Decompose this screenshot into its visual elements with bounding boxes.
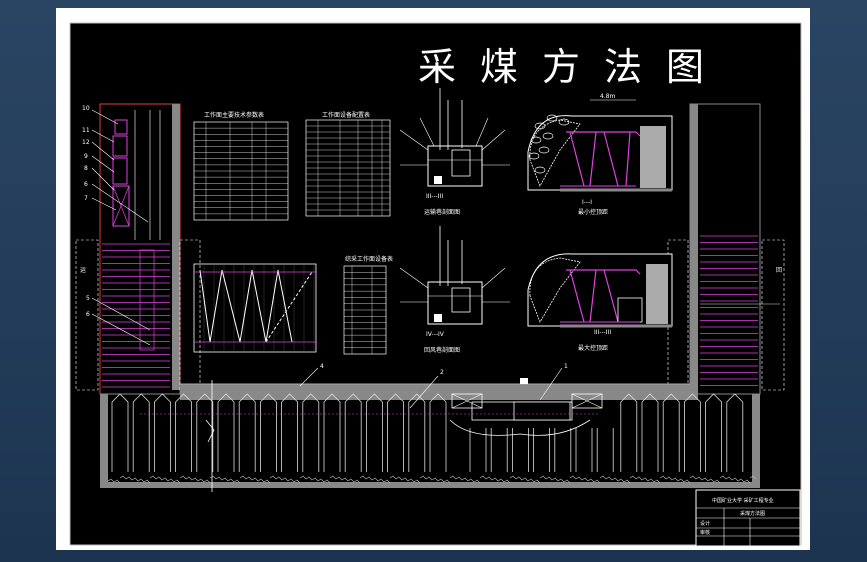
- shield: [111, 393, 129, 472]
- section-label-1: I---I: [582, 199, 592, 206]
- left-roadway: 10 11 12 9 8 6 7 5 6 运: [75, 103, 201, 395]
- callout-7: 7: [84, 195, 88, 202]
- title-block: 中国矿业大学 采矿工程专业 采煤方法图 设计 审核: [695, 489, 801, 547]
- shield: [684, 393, 701, 472]
- shield: [596, 428, 614, 472]
- right-roadway: 回: [667, 103, 785, 395]
- shield: [366, 393, 383, 472]
- small-equipment-table: 综采工作面设备表: [343, 255, 393, 355]
- shield: [554, 428, 572, 472]
- right-roadway-supports: [700, 235, 758, 386]
- section-label-3: III---III: [426, 193, 443, 200]
- transport-roadway-section: III---III 运输巷剖面图: [399, 88, 510, 216]
- shield: [281, 393, 298, 472]
- callout-9: 9: [84, 153, 88, 160]
- shield: [408, 393, 426, 472]
- caption-return-section: 回风巷剖面图: [424, 346, 460, 354]
- section-label-3b: III---III: [594, 329, 611, 336]
- shield: [175, 393, 192, 472]
- shield: [662, 393, 680, 472]
- caption-max-control: 最大控顶距: [578, 344, 608, 352]
- callout-6b: 6: [86, 311, 90, 318]
- return-roadway-section: IV---IV 回风巷剖面图: [399, 226, 510, 354]
- shield: [705, 393, 722, 472]
- caption-min-control: 最小控顶距: [578, 208, 608, 216]
- callout-12: 12: [82, 139, 90, 146]
- cycle-chart: [193, 263, 317, 353]
- dim-label: 4.8m: [600, 93, 616, 100]
- title-block-drawing: 采煤方法图: [740, 510, 765, 517]
- callout-6: 6: [84, 181, 88, 188]
- shield: [323, 393, 341, 472]
- shield: [387, 393, 404, 472]
- drawing-title: 采煤方法图: [418, 45, 728, 89]
- rock: [530, 136, 542, 144]
- shield: [620, 393, 638, 472]
- min-roof-control-section: 4.8m I---I 最小控顶距: [527, 93, 673, 216]
- table-title-equipment: 工作面设备配置表: [322, 111, 370, 119]
- callout-10: 10: [82, 105, 90, 112]
- rock: [538, 146, 550, 154]
- hydraulic-shields: [111, 393, 744, 472]
- shield: [469, 428, 487, 472]
- shield: [344, 393, 362, 472]
- side-label-left: 运: [80, 266, 86, 274]
- title-block-row1: 设计: [700, 520, 710, 527]
- table-title-parameters: 工作面主要技术参数表: [204, 111, 264, 119]
- shield: [132, 393, 150, 472]
- max-roof-control-section: III---III 最大控顶距: [527, 253, 673, 352]
- rock: [546, 114, 558, 122]
- callout-5: 5: [86, 295, 90, 302]
- left-roadway-supports: [102, 243, 170, 388]
- shield: [726, 393, 744, 472]
- callout-8: 8: [84, 165, 88, 172]
- section-label-4: IV---IV: [426, 331, 445, 338]
- shield: [641, 393, 659, 472]
- rock: [528, 152, 540, 160]
- rock: [542, 132, 554, 140]
- shield: [196, 393, 214, 472]
- shield: [217, 393, 235, 472]
- sheet-frame: [69, 22, 802, 546]
- equipment-table: 工作面设备配置表: [305, 111, 391, 217]
- callout-11: 11: [82, 127, 90, 134]
- parameter-table: 工作面主要技术参数表: [193, 111, 289, 221]
- rock: [534, 166, 546, 174]
- shield: [302, 393, 320, 472]
- caption-transport-section: 运输巷剖面图: [424, 208, 460, 216]
- shield: [429, 393, 447, 472]
- rock: [534, 122, 546, 130]
- side-label-right: 回: [776, 267, 782, 274]
- shield: [575, 428, 593, 472]
- title-block-row2: 审核: [700, 529, 710, 536]
- shield: [154, 393, 171, 472]
- callout-1: 1: [564, 363, 568, 370]
- working-face: 4 2 1: [100, 363, 760, 492]
- callout-4: 4: [320, 363, 324, 370]
- title-block-school: 中国矿业大学 采矿工程专业: [712, 497, 774, 504]
- shield: [490, 428, 508, 472]
- shield: [260, 393, 277, 472]
- shield: [238, 393, 256, 472]
- rock: [558, 118, 570, 126]
- callout-2: 2: [440, 369, 444, 376]
- table-title-small: 综采工作面设备表: [345, 255, 393, 263]
